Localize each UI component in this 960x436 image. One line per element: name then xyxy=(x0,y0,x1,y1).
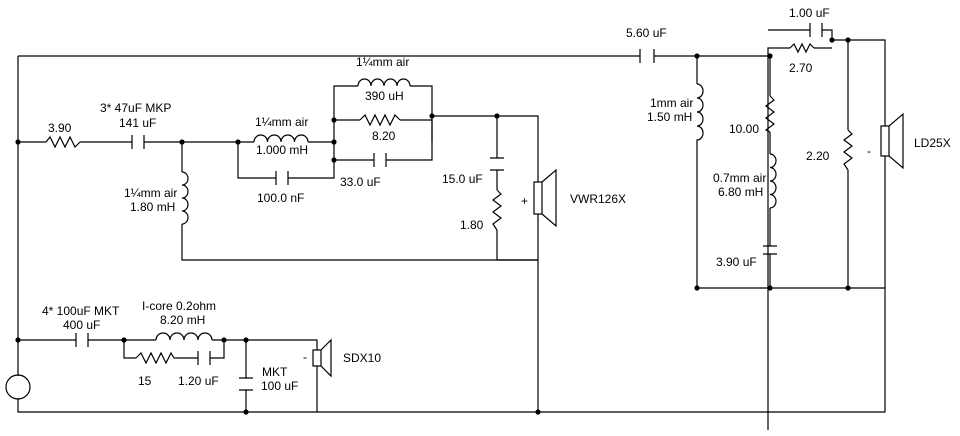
label-c-tw-top: 1.00 uF xyxy=(789,6,830,20)
label-mid-shunt-l-value: 1.80 mH xyxy=(130,200,175,214)
tweeter-speaker-icon xyxy=(880,112,904,170)
label-mid-top-l-value: 390 uH xyxy=(365,89,404,103)
label-bass-c-value: 400 uF xyxy=(63,318,100,332)
label-mid-c-note: 3* 47uF MKP xyxy=(100,101,171,115)
label-bass-minus: - xyxy=(303,350,307,364)
label-r-tw-1: 10.00 xyxy=(729,122,759,136)
label-bass-l-note: I-core 0.2ohm xyxy=(142,299,216,313)
resistor-tw-top xyxy=(789,42,815,54)
label-mid-c-33: 33.0 uF xyxy=(340,175,381,189)
label-mid-l-main-value: 1.000 mH xyxy=(256,143,308,157)
amplifier-source xyxy=(5,374,31,400)
capacitor-woofer-series xyxy=(639,49,655,63)
label-bass-driver-name: SDX10 xyxy=(343,351,381,365)
label-bass-c-120: 1.20 uF xyxy=(178,374,219,388)
inductor-tw-shunt xyxy=(696,83,704,142)
inductor-mid-shunt xyxy=(181,171,189,225)
label-r-tw-top: 2.70 xyxy=(789,61,813,75)
inductor-mid-main xyxy=(253,134,309,143)
capacitor-tw-2 xyxy=(763,245,777,255)
capacitor-mid-series xyxy=(131,135,145,149)
label-mid-driver-name: VWR126X xyxy=(570,192,626,206)
label-mid-shunt-l-type: 1¼mm air xyxy=(124,186,177,200)
label-bass-c-mkt-type: MKT xyxy=(262,365,288,379)
capacitor-bass-120 xyxy=(197,351,211,365)
capacitor-mid-15 xyxy=(490,157,504,171)
label-mid-series-r: 3.90 xyxy=(48,121,72,135)
capacitor-tw-top xyxy=(809,23,823,37)
mid-speaker-icon xyxy=(533,168,557,228)
capacitor-mid-100n xyxy=(275,171,289,185)
inductor-tw-2 xyxy=(769,153,777,209)
label-l-tw-shunt-value: 1.50 mH xyxy=(647,110,692,124)
label-tweeter-minus: - xyxy=(867,144,871,158)
resistor-mid-series xyxy=(45,135,81,149)
label-mid-top-l-type: 1¼mm air xyxy=(356,55,409,69)
label-mid-plus: + xyxy=(521,194,528,208)
label-bass-l-value: 8.20 mH xyxy=(160,313,205,327)
label-l-tw-2-type: 0.7mm air xyxy=(713,171,766,185)
label-mid-c-value: 141 uF xyxy=(119,116,156,130)
label-mid-c-15: 15.0 uF xyxy=(442,172,483,186)
label-bass-r-15: 15 xyxy=(138,374,152,388)
label-bass-c-mkt-value: 100 uF xyxy=(261,379,298,393)
label-c-tw-2: 3.90 uF xyxy=(716,255,757,269)
component-labels: 5.60 uF 1.00 uF 2.70 1mm air 1.50 mH 10.… xyxy=(42,6,951,393)
label-c-woofer-series: 5.60 uF xyxy=(626,26,667,40)
junction-dots xyxy=(15,37,851,415)
label-bass-c-note: 4* 100uF MKT xyxy=(42,304,120,318)
resistor-mid-820 xyxy=(359,113,401,127)
label-l-tw-2-value: 6.80 mH xyxy=(718,185,763,199)
label-tweeter-name: LD25X xyxy=(914,136,951,150)
inductor-mid-top xyxy=(357,78,411,87)
bass-speaker-icon xyxy=(312,338,332,378)
wires xyxy=(17,29,886,430)
resistor-mid-180 xyxy=(492,189,502,231)
label-mid-r-180: 1.80 xyxy=(460,218,484,232)
inductor-bass xyxy=(155,332,213,341)
resistor-tw-1 xyxy=(764,95,775,133)
label-l-tw-shunt-type: 1mm air xyxy=(650,96,693,110)
label-mid-c-100n: 100.0 nF xyxy=(257,191,304,205)
resistor-tw-shunt xyxy=(843,129,853,171)
capacitor-bass-series xyxy=(75,333,89,347)
capacitor-bass-mkt xyxy=(239,377,253,391)
label-mid-l-main-type: 1¼mm air xyxy=(255,115,308,129)
label-r-tw-shunt: 2.20 xyxy=(806,149,830,163)
label-mid-r-820: 8.20 xyxy=(372,129,396,143)
capacitor-mid-33 xyxy=(373,153,387,167)
resistor-bass-15 xyxy=(135,351,175,365)
